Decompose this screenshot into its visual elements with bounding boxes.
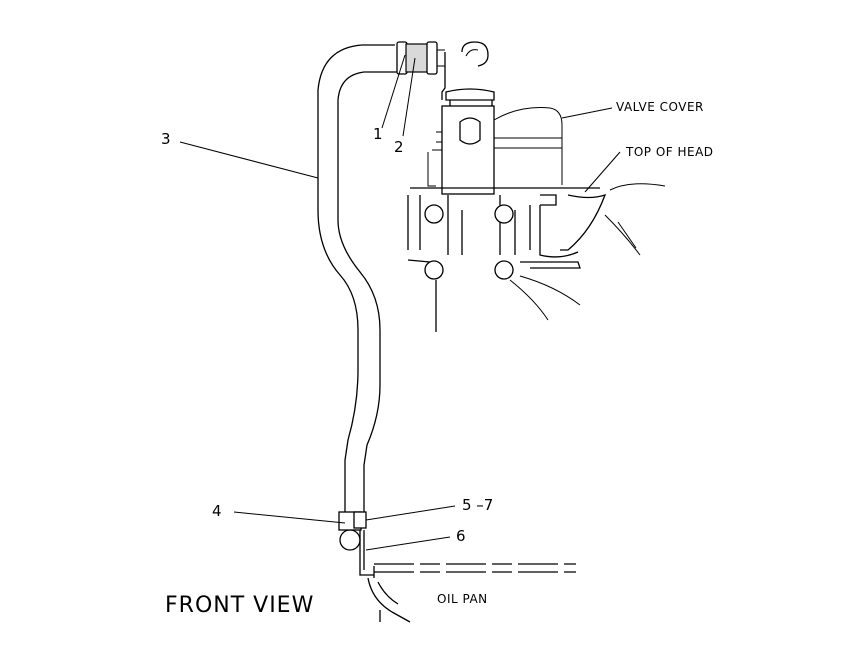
valve-cover-label: VALVE COVER <box>616 100 704 114</box>
callout-5-7: 5 –7 <box>462 496 493 514</box>
callout-6: 6 <box>456 527 466 545</box>
engine-head <box>407 88 666 332</box>
top-of-head-label: TOP OF HEAD <box>625 145 714 159</box>
callout-4: 4 <box>212 502 222 520</box>
breather-fitting <box>441 41 489 100</box>
callout-3: 3 <box>161 130 171 148</box>
hose-clamp-assembly <box>396 41 445 75</box>
oil-pan-label: OIL PAN <box>437 592 488 606</box>
leader-lines <box>179 54 621 551</box>
oil-pan-bracket <box>338 511 576 623</box>
view-title: FRONT VIEW <box>165 593 314 618</box>
callout-2: 2 <box>394 138 404 156</box>
breather-tube <box>317 44 398 515</box>
callout-1: 1 <box>373 125 383 143</box>
